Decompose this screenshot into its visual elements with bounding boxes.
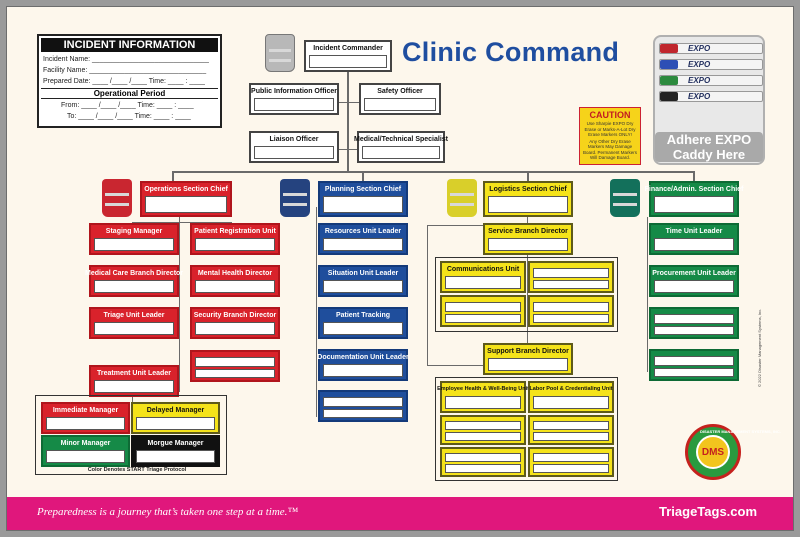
- connector: [316, 207, 317, 417]
- service-branch-director-box[interactable]: Service Branch Director: [483, 223, 573, 255]
- service-branch-frame: [435, 257, 618, 332]
- incident-commander-field[interactable]: [309, 55, 387, 68]
- connector: [172, 171, 694, 173]
- copyright-text: © 2022 Disaster Management Systems, Inc.: [757, 308, 762, 387]
- logistics-blank-box[interactable]: [440, 447, 526, 477]
- triage-unit-leader-box[interactable]: Triage Unit Leader: [89, 307, 179, 339]
- dms-seal-logo: DISASTER MANAGEMENT SYSTEMS, INC. DMS: [685, 424, 781, 480]
- caddy-label: Adhere EXPO Caddy Here: [655, 132, 763, 162]
- finance-vest-icon: [610, 179, 640, 217]
- triage-group-frame: [35, 395, 227, 475]
- security-branch-director-box[interactable]: Security Branch Director: [190, 307, 280, 339]
- footer-bar: [7, 497, 793, 530]
- support-branch-frame: [435, 377, 618, 481]
- logistics-blank-box[interactable]: [528, 295, 614, 327]
- patient-tracking-box[interactable]: Patient Tracking: [318, 307, 408, 339]
- minor-manager-box[interactable]: Minor Manager: [41, 435, 130, 467]
- morgue-manager-box[interactable]: Morgue Manager: [131, 435, 220, 467]
- medical-care-branch-director-box[interactable]: Medical Care Branch Director: [85, 265, 183, 297]
- planning-section-chief-box[interactable]: Planning Section Chief: [318, 181, 408, 217]
- resources-unit-leader-box[interactable]: Resources Unit Leader: [318, 223, 408, 255]
- logistics-blank-box[interactable]: [440, 415, 526, 445]
- immediate-manager-box[interactable]: Immediate Manager: [41, 402, 130, 434]
- footer-website[interactable]: TriageTags.com: [659, 504, 758, 519]
- connector: [179, 217, 180, 392]
- public-information-officer-box[interactable]: Public Information Officer: [249, 83, 339, 115]
- logistics-vest-icon: [447, 179, 477, 217]
- support-branch-director-box[interactable]: Support Branch Director: [483, 343, 573, 375]
- mental-health-director-box[interactable]: Mental Health Director: [190, 265, 280, 297]
- facility-name-field[interactable]: Facility Name: _________________________…: [43, 67, 207, 74]
- caution-notice: CAUTION Use Sharpie EXPO Dry Erase or Ma…: [579, 107, 641, 165]
- employee-health-box[interactable]: Employee Health & Well-Being Unit: [437, 381, 529, 413]
- safety-officer-box[interactable]: Safety Officer: [359, 83, 441, 115]
- logistics-blank-box[interactable]: [528, 261, 614, 293]
- labor-pool-box[interactable]: Labor Pool & Credentialing Unit: [528, 381, 614, 413]
- operations-blank-box[interactable]: [190, 350, 280, 382]
- marker-caddy-area: EXPO EXPO EXPO EXPO Adhere EXPO Caddy He…: [653, 35, 765, 165]
- staging-manager-box[interactable]: Staging Manager: [89, 223, 179, 255]
- operational-period-heading: Operational Period: [41, 88, 218, 99]
- footer-slogan: Preparedness is a journey that’s taken o…: [37, 506, 299, 518]
- marker-icon: EXPO: [659, 59, 763, 70]
- finance-section-chief-box[interactable]: Finance/Admin. Section Chief: [645, 181, 743, 217]
- connector: [132, 222, 232, 223]
- procurement-unit-leader-box[interactable]: Procurement Unit Leader: [649, 265, 739, 297]
- logistics-section-chief-box[interactable]: Logistics Section Chief: [483, 181, 573, 217]
- planning-vest-icon: [280, 179, 310, 217]
- from-field[interactable]: From: ____ /____ /____ Time: ____ : ____: [61, 102, 194, 109]
- connector: [172, 171, 174, 187]
- documentation-unit-leader-box[interactable]: Documentation Unit Leader: [317, 349, 409, 381]
- connector: [362, 171, 364, 187]
- marker-icon: EXPO: [659, 43, 763, 54]
- logistics-blank-box[interactable]: [528, 447, 614, 477]
- connector: [527, 217, 528, 345]
- to-field[interactable]: To: ____ /____ /____ Time: ____ : ____: [67, 113, 191, 120]
- time-unit-leader-box[interactable]: Time Unit Leader: [649, 223, 739, 255]
- incident-information-panel: INCIDENT INFORMATION Incident Name: ____…: [37, 34, 222, 128]
- prepared-date-field[interactable]: Prepared Date: ____ /____ /____ Time: __…: [43, 78, 205, 85]
- connector: [647, 217, 648, 372]
- connector: [427, 365, 527, 366]
- operations-section-chief-box[interactable]: Operations Section Chief: [140, 181, 232, 217]
- command-vest-icon: [265, 34, 295, 72]
- liaison-officer-box[interactable]: Liaison Officer: [249, 131, 339, 163]
- medical-technical-specialist-box[interactable]: Medical/Technical Specialist: [354, 131, 448, 163]
- connector: [339, 149, 359, 150]
- incident-info-header: INCIDENT INFORMATION: [41, 38, 218, 52]
- connector: [427, 225, 527, 226]
- finance-blank-box[interactable]: [649, 349, 739, 381]
- logistics-blank-box[interactable]: [528, 415, 614, 445]
- connector: [347, 71, 349, 171]
- connector: [427, 225, 428, 365]
- operations-vest-icon: [102, 179, 132, 217]
- connector: [339, 102, 359, 103]
- connector: [693, 171, 695, 187]
- incident-commander-box[interactable]: Incident Commander: [304, 40, 392, 72]
- patient-registration-unit-box[interactable]: Patient Registration Unit: [190, 223, 280, 255]
- delayed-manager-box[interactable]: Delayed Manager: [131, 402, 220, 434]
- treatment-unit-leader-box[interactable]: Treatment Unit Leader: [89, 365, 179, 397]
- command-board: INCIDENT INFORMATION Incident Name: ____…: [6, 6, 794, 531]
- incident-name-field[interactable]: Incident Name: _________________________…: [43, 56, 209, 63]
- marker-icon: EXPO: [659, 75, 763, 86]
- situation-unit-leader-box[interactable]: Situation Unit Leader: [318, 265, 408, 297]
- planning-blank-box[interactable]: [318, 390, 408, 422]
- page-title: Clinic Command: [402, 37, 620, 67]
- finance-blank-box[interactable]: [649, 307, 739, 339]
- triage-color-note: Color Denotes START Triage Protocol: [87, 467, 187, 473]
- logistics-blank-box[interactable]: [440, 295, 526, 327]
- connector: [132, 392, 133, 402]
- marker-icon: EXPO: [659, 91, 763, 102]
- communications-unit-box[interactable]: Communications Unit: [440, 261, 526, 293]
- connector: [527, 171, 529, 187]
